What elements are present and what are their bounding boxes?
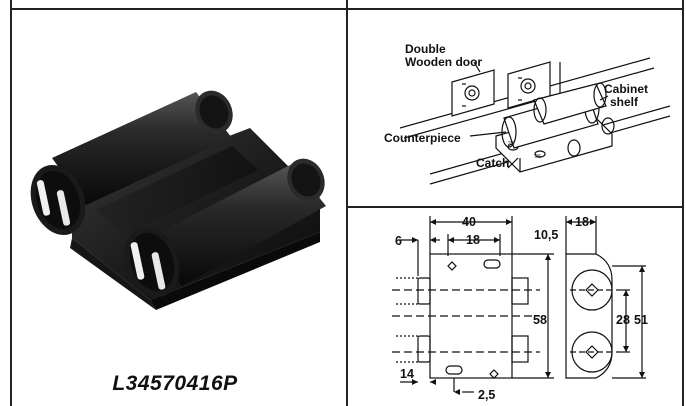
dim-height: 58 <box>533 313 547 327</box>
frame-top-left <box>10 8 347 10</box>
frame-mid-right <box>346 206 683 208</box>
dim-plunger-offset: 6 <box>395 234 402 248</box>
dim-center-distance: 28 <box>616 313 630 327</box>
frame-right <box>682 0 684 406</box>
label-catch: Catch <box>476 156 509 170</box>
product-code: L34570416P <box>112 372 238 395</box>
frame-divider <box>346 0 348 406</box>
label-cabinet: Cabinet <box>604 82 648 96</box>
catch-mark-right: 2S <box>535 154 542 160</box>
catch-mark-left: 2S <box>508 141 515 147</box>
frame-left <box>10 0 12 406</box>
dim-side-offset: 10,5 <box>534 228 558 242</box>
dim-slot-spacing: 18 <box>466 233 480 247</box>
dim-overall-width: 40 <box>462 215 476 229</box>
label-counterpiece: Counterpiece <box>384 131 461 145</box>
label-double: Double <box>405 42 446 56</box>
frame-top-right <box>346 8 683 10</box>
dim-hole-offset: 2,5 <box>478 388 495 402</box>
dim-side-height: 51 <box>634 313 648 327</box>
label-wooden-door: Wooden door <box>405 55 482 69</box>
dim-side-depth: 18 <box>575 215 589 229</box>
label-shelf: shelf <box>610 95 639 109</box>
dim-plunger-length: 14 <box>400 367 414 381</box>
